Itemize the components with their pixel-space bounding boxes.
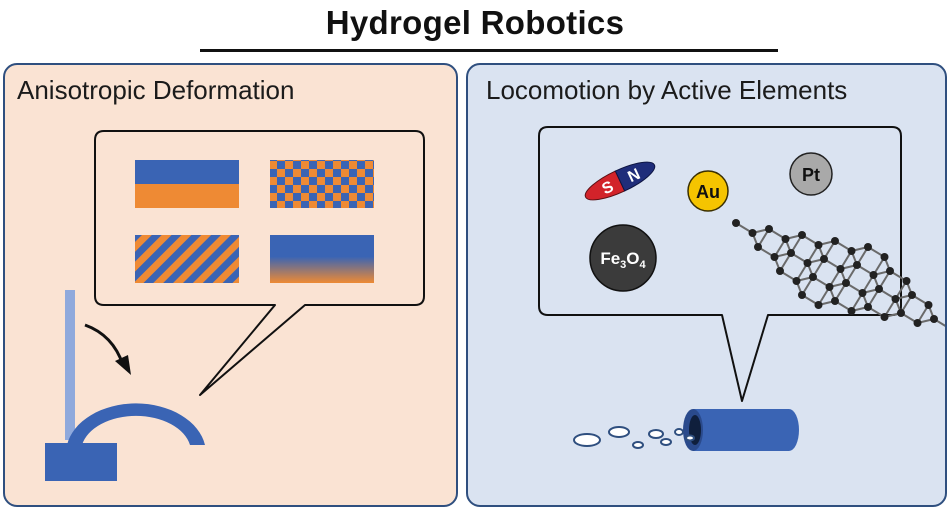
vertical-strip [65,290,75,440]
graphene-atom [842,279,850,287]
graphene-atom [908,291,916,299]
graphene-atom [869,271,878,279]
graphene-atom [847,307,856,315]
graphene-atom [754,243,762,251]
graphene-atom [891,295,900,303]
magnet-icon: S N [584,161,656,201]
locomotion-panel: Locomotion by Active Elements S N Au Pt … [466,63,947,507]
right-panel-title: Locomotion by Active Elements [486,75,848,105]
platinum-particle [789,152,833,196]
graphene-atom [792,277,801,285]
anisotropic-deformation-panel: Anisotropic Deformation [3,63,458,507]
graphene-atom [776,267,784,275]
bubble-trail [573,426,695,449]
graphene-atom [924,301,933,309]
graphene-atom [803,259,812,267]
graphene-atom [781,235,790,243]
graphene-atom [853,261,861,269]
gold-label: Au [696,182,720,202]
graphene-atom [880,313,889,321]
graphene-atom [798,291,806,299]
graphene-atom [798,231,806,239]
graphene-atom [864,303,872,311]
graphene-atom [787,249,795,257]
graphene-atom [765,225,773,233]
bend-arrow-head [115,355,131,375]
graphene-atom [875,285,883,293]
graphene-atom [836,265,845,273]
graphene-atom [858,289,867,297]
left-panel-title: Anisotropic Deformation [17,75,295,105]
iron-oxide-particle [589,224,657,292]
page-title: Hydrogel Robotics [325,4,625,41]
graphene-atom [864,243,872,251]
graphene-atom [814,301,823,309]
graphene-atom [847,247,856,255]
graphene-atom [913,319,922,327]
graphene-atom [820,255,828,263]
platinum-label: Pt [802,165,820,185]
checkerboard-swatch [270,160,374,208]
bend-arrow-shaft [84,323,125,366]
diagonal-stripes-swatch [135,235,239,283]
graphene-atom [897,309,905,317]
bent-hydrogel-strip [67,403,205,445]
title-underline [200,49,778,52]
graphene-atom [947,325,948,333]
gradient-swatch [270,235,374,283]
graphene-atom [902,277,911,285]
tubular-microrobot [683,409,799,451]
left-panel-illustration [45,130,425,481]
graphene-atom [814,241,823,249]
graphene-atom [831,297,839,305]
graphene-atom [880,253,889,261]
right-panel-illustration: S N Au Pt Fe3O4 [538,126,948,451]
graphene-atom [831,237,839,245]
base-block [45,443,117,481]
graphene-lattice-icon [732,219,948,333]
graphene-atom [930,315,938,323]
bilayer-swatch [135,160,239,208]
graphene-atom [748,229,757,237]
graphene-atom [732,219,740,227]
iron-oxide-label: Fe3O4 [600,249,646,271]
graphene-atom [809,273,817,281]
graphene-atom [770,253,779,261]
gold-particle [687,170,729,212]
graphene-atom [825,283,834,291]
graphene-atom [886,267,894,275]
